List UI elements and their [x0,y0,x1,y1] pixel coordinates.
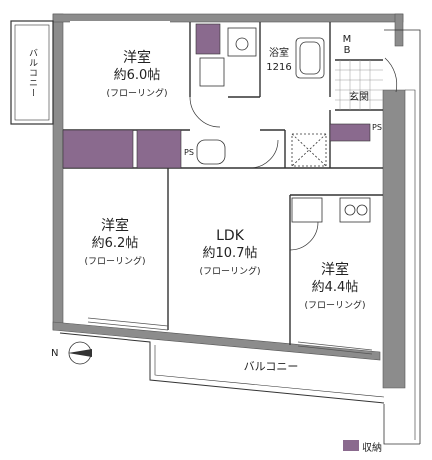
entrance-tiles [335,60,383,110]
western-room-1-name: 洋室 [123,50,151,66]
legend-swatch [343,440,359,451]
western-room-2-name: 洋室 [101,218,129,234]
door-swings [189,57,398,251]
north-balcony-outline [10,20,54,125]
compass-icon [68,341,92,365]
bath-name: 浴室 [269,48,289,59]
storage-areas [62,23,371,169]
legend-storage-label: 収納 [362,443,382,454]
western-room-2-area: 約6.2帖 [91,236,139,251]
western-room-3-name: 洋室 [321,262,349,278]
windows [70,21,373,355]
western-room-1-area: 約6.0帖 [113,68,161,83]
north-balcony-label: バルコニー [27,48,37,98]
western-room-2-floor: (フローリング) [84,257,146,267]
mb-label: MB [342,34,352,56]
bath-size: 1216 [266,62,292,73]
entrance-name: 玄関 [349,92,369,103]
south-balcony-label: バルコニー [243,360,299,373]
western-room-3-area: 約4.4帖 [311,280,359,295]
compass-north-label: N [51,348,59,359]
western-room-1-floor: (フローリング) [106,89,168,99]
ldk-name: LDK [216,228,244,244]
ldk-floor: (フローリング) [199,267,261,277]
outer-walls [52,13,406,389]
ps-right-label: PS [372,123,382,132]
western-room-3-floor: (フローリング) [304,301,366,311]
fixtures [196,27,371,223]
ldk-area: 約10.7帖 [202,246,258,261]
south-balcony-outline [59,332,385,404]
ps-left-label: PS [184,148,194,157]
